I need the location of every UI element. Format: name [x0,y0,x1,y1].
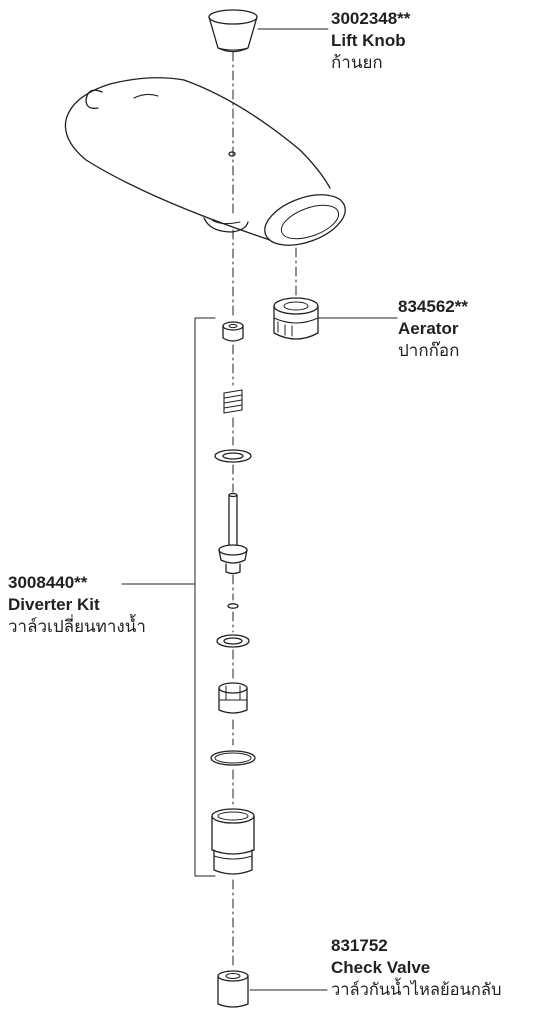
part-number: 834562** [398,297,468,316]
leader-lines [121,28,398,991]
part-name-thai: ก้านยก [331,53,383,72]
part-name: Check Valve [331,958,431,977]
part-number: 831752 [331,936,388,955]
assembly-centerline [232,51,297,966]
part-name-thai: ปากก๊อก [398,341,460,360]
diverter-kit-bracket [194,317,216,877]
part-number: 3002348** [331,9,411,28]
check-valve-callout: 831752 Check Valve วาล์วกันน้ำไหลย้อนกลั… [331,935,501,1001]
check-valve-drawing [217,970,249,1008]
diverter-kit-callout: 3008440** Diverter Kit วาล์วเปลี่ยนทางน้… [8,572,146,638]
part-name-thai: วาล์วเปลี่ยนทางน้ำ [8,617,146,636]
aerator-callout: 834562** Aerator ปากก๊อก [398,296,468,362]
tub-spout-drawing [64,77,346,246]
diverter-kit-drawing [210,321,256,875]
part-number: 3008440** [8,573,88,592]
part-name: Diverter Kit [8,595,100,614]
lift-knob-callout: 3002348** Lift Knob ก้านยก [331,8,410,74]
part-name: Lift Knob [331,31,406,50]
lift-knob-drawing [208,9,258,53]
aerator-drawing [273,297,319,340]
part-name-thai: วาล์วกันน้ำไหลย้อนกลับ [331,981,502,999]
part-name: Aerator [398,319,459,338]
